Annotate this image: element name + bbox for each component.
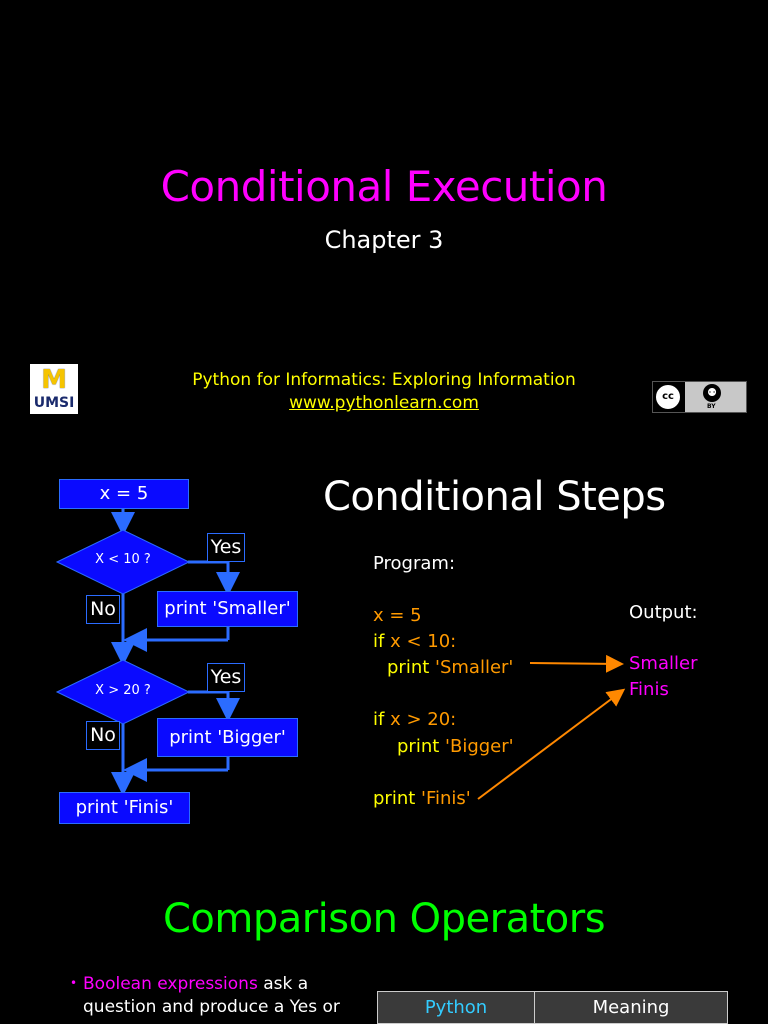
cc-license-badge[interactable]: cc ⚉ BY: [652, 381, 747, 413]
code-string: 'Finis': [415, 788, 471, 809]
operators-table: Python Meaning: [376, 991, 728, 1024]
comparison-operators-title: Comparison Operators: [162, 896, 606, 942]
code-keyword: print: [397, 736, 440, 757]
flow-print-finis-box: print 'Finis': [59, 792, 190, 824]
umsi-logo-letter: M: [41, 365, 67, 395]
arrow-smaller-to-output: [529, 654, 624, 673]
flow-yes1-label: Yes: [207, 533, 245, 562]
table-header-row: Python Meaning: [376, 991, 728, 1024]
output-label: Output:: [629, 602, 698, 623]
program-label: Program:: [373, 553, 456, 574]
code-line-print-smaller: print 'Smaller': [387, 657, 513, 678]
conditional-steps-title: Conditional Steps: [323, 474, 666, 520]
book-title: Python for Informatics: Exploring Inform…: [192, 370, 576, 390]
flow-yes2-label: Yes: [207, 663, 245, 692]
flow-cond2-label: X > 20 ?: [95, 683, 151, 698]
book-credit: Python for Informatics: Exploring Inform…: [150, 369, 618, 415]
decision-diamond-1: [55, 529, 191, 595]
cc-badge-left: cc: [653, 382, 685, 412]
bullet-dot-icon: •: [70, 976, 78, 990]
code-line-if2: if x > 20:: [373, 709, 456, 730]
flow-no1-label: No: [86, 595, 120, 624]
code-string: 'Smaller': [429, 657, 514, 678]
code-keyword: print: [373, 788, 416, 809]
output-line-finis: Finis: [629, 679, 669, 700]
flow-no2-label: No: [86, 721, 120, 750]
flow-cond1-label: X < 10 ?: [95, 552, 151, 567]
code-line-print-finis: print 'Finis': [373, 788, 471, 809]
output-line-smaller: Smaller: [629, 653, 698, 674]
table-header-python: Python: [376, 991, 536, 1024]
flow-print-bigger-box: print 'Bigger': [157, 718, 298, 757]
code-keyword: if: [373, 631, 385, 652]
flow-assign-box: x = 5: [59, 479, 189, 509]
slide-title: Conditional Execution: [160, 162, 608, 211]
flowchart-connectors: [55, 507, 240, 796]
attribution-person-icon: ⚉: [703, 384, 721, 402]
book-url-link[interactable]: www.pythonlearn.com: [289, 393, 479, 413]
bullet-boolean-expressions: Boolean expressions ask a question and p…: [83, 973, 353, 1019]
code-line-print-bigger: print 'Bigger': [397, 736, 514, 757]
cc-by-label: BY: [707, 403, 716, 410]
chapter-subtitle: Chapter 3: [324, 226, 444, 254]
umsi-logo-text: UMSI: [33, 395, 75, 411]
bullet-highlight: Boolean expressions: [83, 974, 258, 994]
flow-print-smaller-box: print 'Smaller': [157, 591, 298, 627]
code-line-assign: x = 5: [373, 605, 422, 626]
code-text: x > 20:: [384, 709, 457, 730]
code-string: 'Bigger': [439, 736, 514, 757]
code-keyword: if: [373, 709, 385, 730]
decision-diamond-2: [55, 659, 191, 725]
bullet-rest: ask a question and produce a Yes or: [83, 974, 340, 1017]
code-keyword: print: [387, 657, 430, 678]
code-line-if1: if x < 10:: [373, 631, 456, 652]
code-text: x < 10:: [384, 631, 457, 652]
umsi-logo: M UMSI: [30, 364, 78, 414]
table-header-meaning: Meaning: [534, 991, 728, 1024]
cc-icon: cc: [655, 384, 681, 410]
